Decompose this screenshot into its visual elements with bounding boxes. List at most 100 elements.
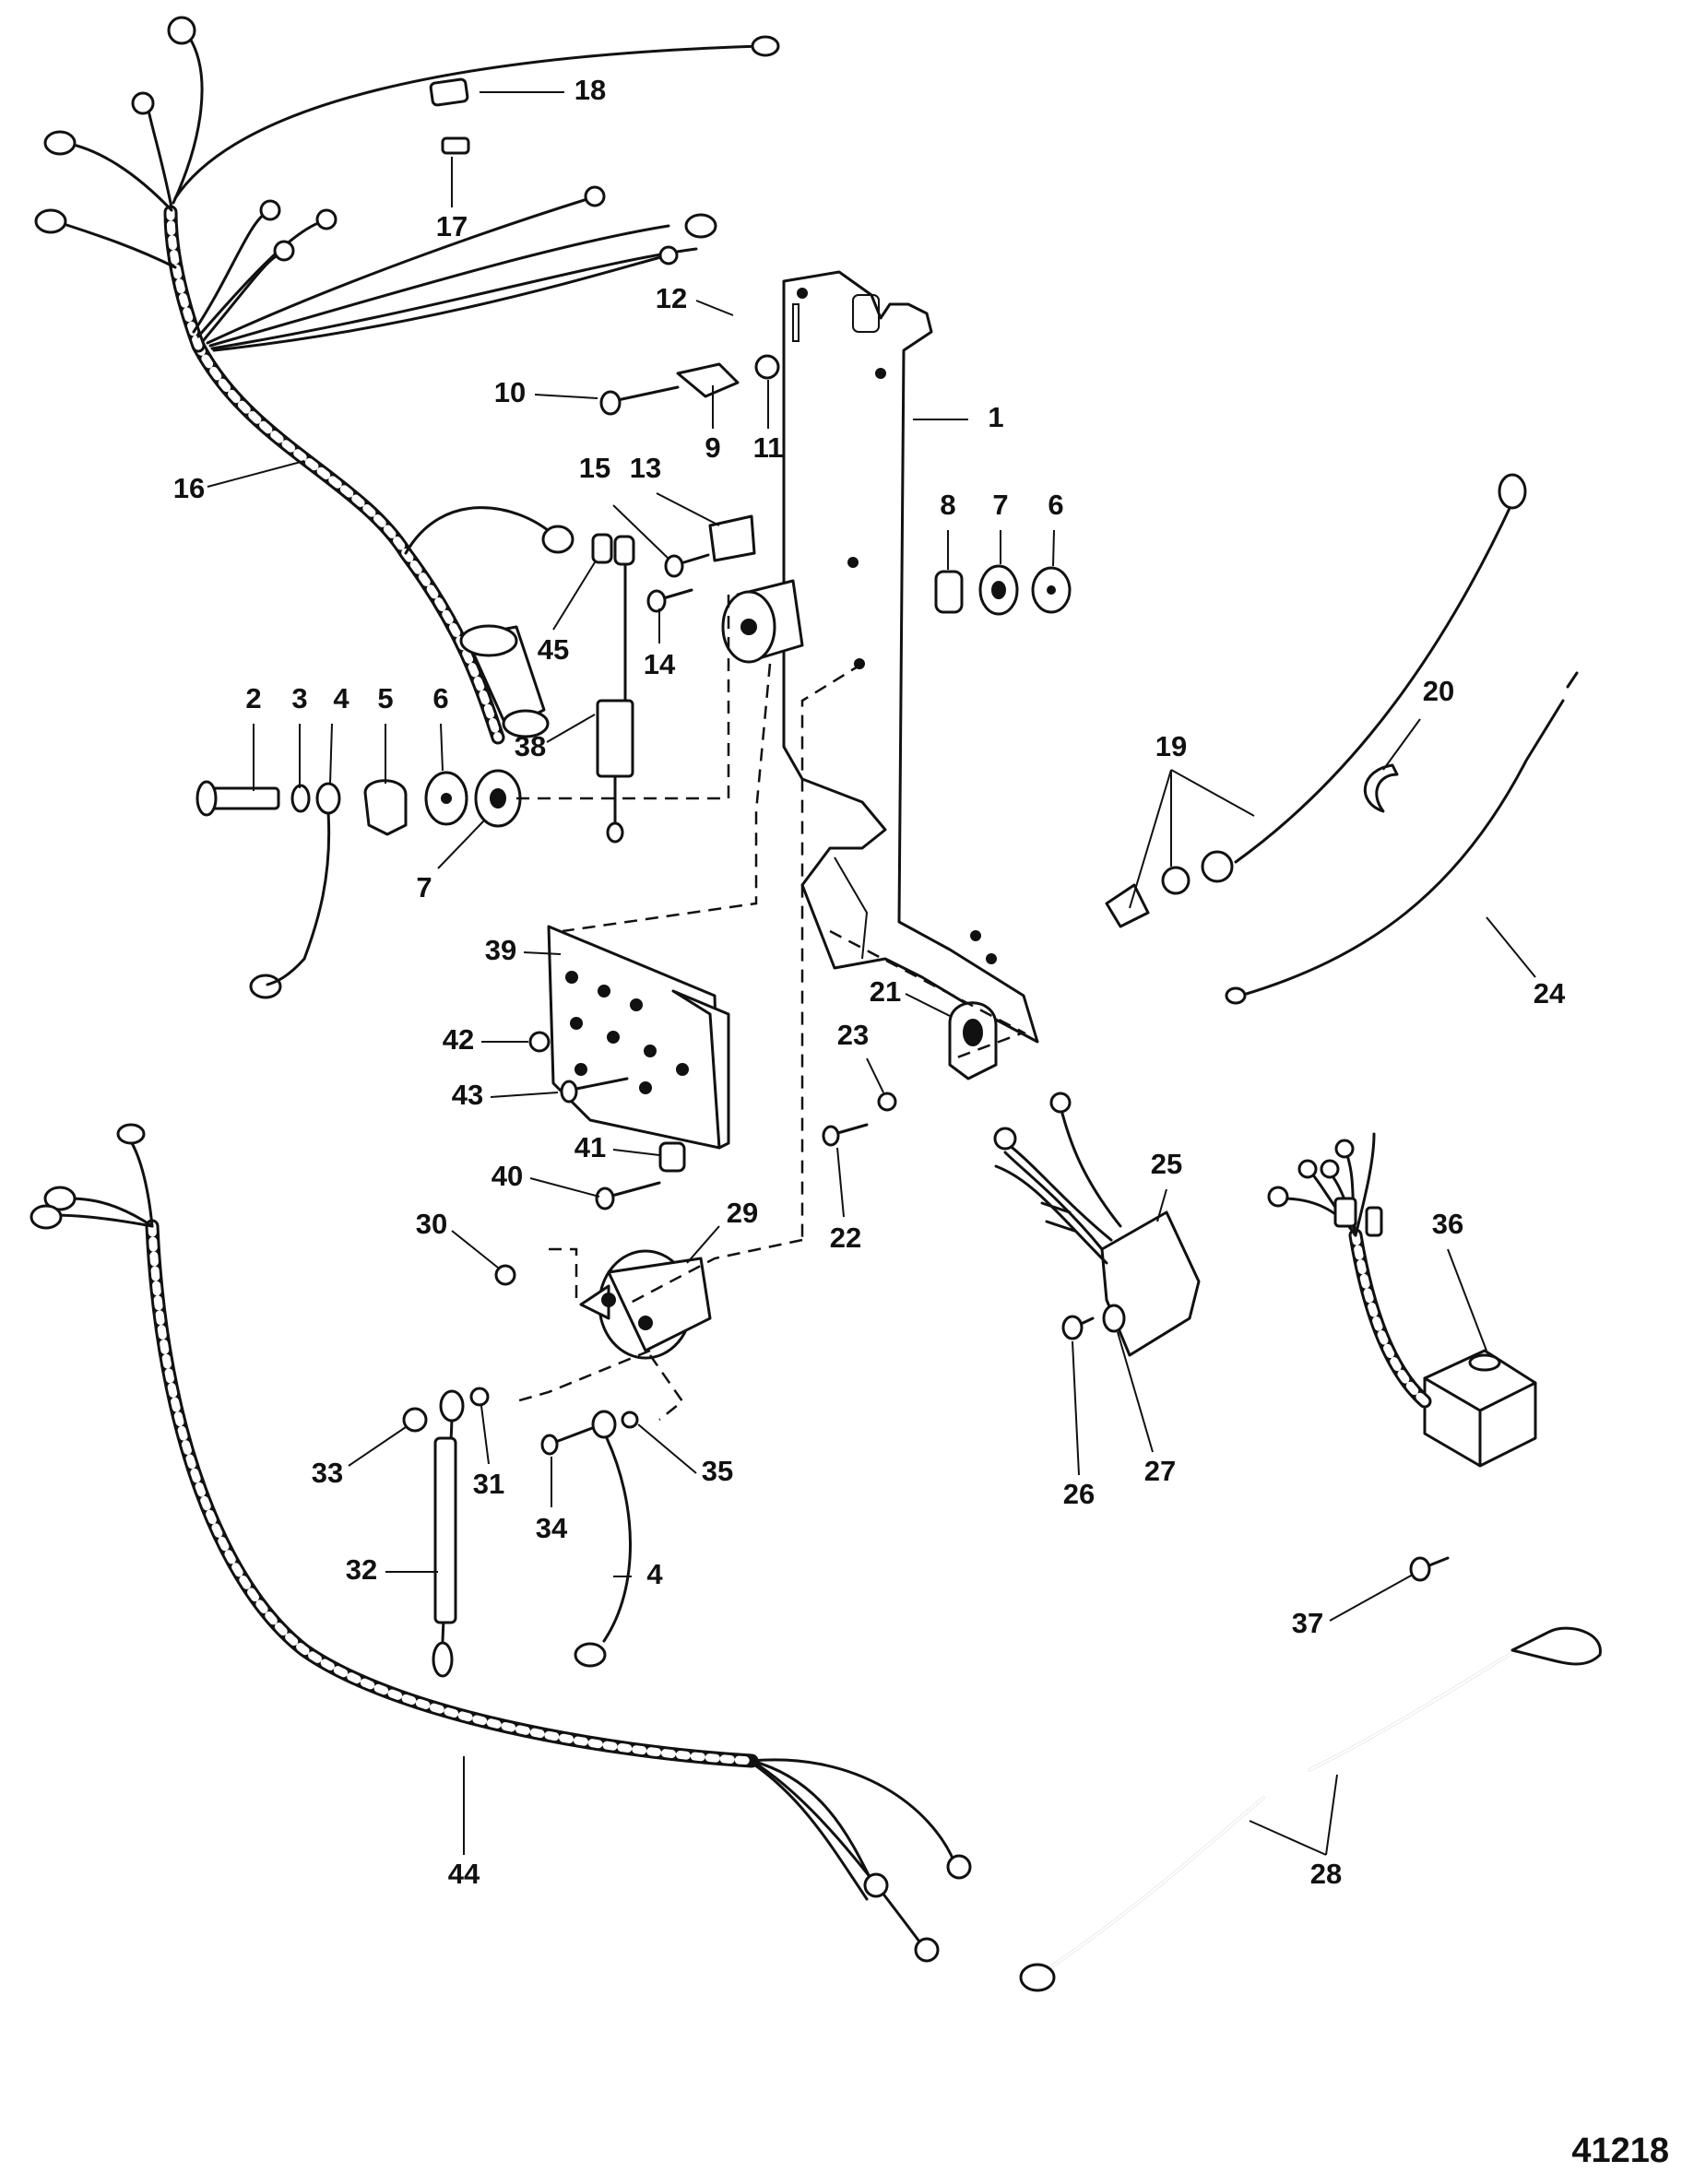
callout-17: 17 bbox=[436, 210, 468, 242]
clamp bbox=[676, 362, 740, 398]
lockwasher-3 bbox=[290, 784, 311, 813]
screw-22 bbox=[822, 1123, 869, 1147]
callout-1: 1 bbox=[988, 401, 1003, 433]
callout-19: 19 bbox=[1155, 730, 1187, 762]
callout-42: 42 bbox=[443, 1023, 474, 1056]
callout-4: 4 bbox=[333, 682, 349, 714]
clamp-5 bbox=[363, 779, 408, 836]
mounting-bracket bbox=[782, 270, 1039, 1044]
screw-10 bbox=[599, 385, 680, 416]
callout-2: 2 bbox=[245, 682, 261, 714]
callout-13: 13 bbox=[630, 452, 661, 484]
callout-12: 12 bbox=[656, 282, 687, 314]
battery-cable-32 bbox=[432, 1389, 465, 1678]
callout-30: 30 bbox=[416, 1208, 447, 1240]
callout-40: 40 bbox=[492, 1160, 523, 1192]
callout-18: 18 bbox=[574, 74, 606, 106]
screw-15 bbox=[664, 553, 710, 578]
callout-6: 6 bbox=[432, 682, 448, 714]
callout-28: 28 bbox=[1310, 1858, 1342, 1890]
bushing-8 bbox=[934, 570, 964, 614]
washer-6-right bbox=[1031, 566, 1072, 614]
callout-14: 14 bbox=[644, 648, 676, 680]
nut-30 bbox=[494, 1264, 516, 1286]
callout-45: 45 bbox=[538, 633, 569, 666]
fuse bbox=[441, 136, 470, 155]
callout-11: 11 bbox=[753, 431, 784, 464]
callout-32: 32 bbox=[346, 1553, 377, 1586]
callout-35: 35 bbox=[702, 1455, 733, 1487]
callout-23: 23 bbox=[837, 1019, 869, 1051]
ground-lead-4-upper bbox=[249, 782, 341, 999]
callout-31: 31 bbox=[473, 1468, 504, 1500]
leader-lines bbox=[207, 91, 1536, 1856]
callout-36: 36 bbox=[1432, 1208, 1463, 1240]
callout-8: 8 bbox=[940, 489, 955, 521]
cable-clamp-21 bbox=[948, 1001, 998, 1080]
lead-24 bbox=[1225, 671, 1579, 1005]
callout-6: 6 bbox=[1048, 489, 1063, 521]
voltage-regulator-25 bbox=[993, 1092, 1201, 1357]
callout-7: 7 bbox=[416, 871, 432, 903]
grommet-7-left bbox=[474, 769, 522, 828]
callout-24: 24 bbox=[1534, 977, 1566, 1009]
callout-41: 41 bbox=[574, 1131, 606, 1163]
callout-25: 25 bbox=[1151, 1148, 1182, 1180]
callout-38: 38 bbox=[515, 730, 546, 762]
washer-6-left bbox=[424, 771, 468, 826]
nut-33 bbox=[402, 1407, 428, 1433]
nut-42 bbox=[528, 1031, 551, 1053]
ground-lead-28 bbox=[1019, 1626, 1602, 1992]
lockwasher-35 bbox=[621, 1411, 639, 1429]
ignition-module-36 bbox=[1267, 1132, 1537, 1468]
spacer-41 bbox=[658, 1141, 686, 1173]
ground-lead-4-lower bbox=[574, 1410, 632, 1668]
starter-solenoid-29 bbox=[579, 1249, 712, 1360]
clip-13 bbox=[708, 514, 756, 562]
callout-9: 9 bbox=[705, 431, 720, 464]
callout-21: 21 bbox=[870, 975, 901, 1008]
wire-connector-45 bbox=[591, 533, 635, 566]
callout-34: 34 bbox=[536, 1512, 568, 1544]
callout-15: 15 bbox=[579, 452, 610, 484]
callout-39: 39 bbox=[485, 934, 516, 966]
nut-11 bbox=[754, 354, 780, 380]
washer-23 bbox=[877, 1092, 897, 1112]
callout-16: 16 bbox=[173, 472, 205, 504]
callout-26: 26 bbox=[1063, 1478, 1095, 1510]
callout-43: 43 bbox=[452, 1079, 483, 1111]
wiring-harness-upper bbox=[34, 16, 780, 745]
starter-solenoid-upper bbox=[721, 579, 804, 664]
clip-20 bbox=[1363, 763, 1399, 813]
callout-7: 7 bbox=[992, 489, 1008, 521]
spark-plug-lead-19 bbox=[1105, 473, 1527, 928]
callout-3: 3 bbox=[291, 682, 307, 714]
callout-29: 29 bbox=[727, 1197, 758, 1229]
callout-4: 4 bbox=[646, 1558, 663, 1590]
screw-40 bbox=[595, 1181, 661, 1210]
switch-box-39 bbox=[547, 925, 730, 1150]
callout-labels: 1 2 3 4 4 5 6 6 7 7 8 9 10 11 12 13 14 1… bbox=[173, 74, 1566, 1890]
fuse-holder bbox=[429, 77, 469, 107]
lockwasher-31 bbox=[469, 1387, 490, 1407]
screw-14 bbox=[646, 588, 693, 613]
resistor-38 bbox=[596, 562, 634, 844]
callout-10: 10 bbox=[494, 376, 526, 408]
callout-5: 5 bbox=[377, 682, 393, 714]
wiring-harness-lower bbox=[30, 1123, 972, 1963]
callout-22: 22 bbox=[830, 1222, 861, 1254]
screw-34 bbox=[540, 1425, 597, 1456]
callout-20: 20 bbox=[1423, 675, 1454, 707]
screw-43 bbox=[560, 1077, 629, 1104]
alignment-lines bbox=[515, 590, 1027, 1421]
bolt-2 bbox=[195, 780, 280, 817]
screw-37 bbox=[1409, 1556, 1450, 1582]
washer-7-right bbox=[978, 564, 1019, 616]
callout-33: 33 bbox=[312, 1457, 343, 1489]
callout-44: 44 bbox=[448, 1858, 480, 1890]
screw-26 bbox=[1061, 1315, 1095, 1340]
figure-number: 41218 bbox=[1571, 2131, 1669, 2170]
callout-37: 37 bbox=[1292, 1607, 1323, 1639]
callout-27: 27 bbox=[1144, 1455, 1176, 1487]
